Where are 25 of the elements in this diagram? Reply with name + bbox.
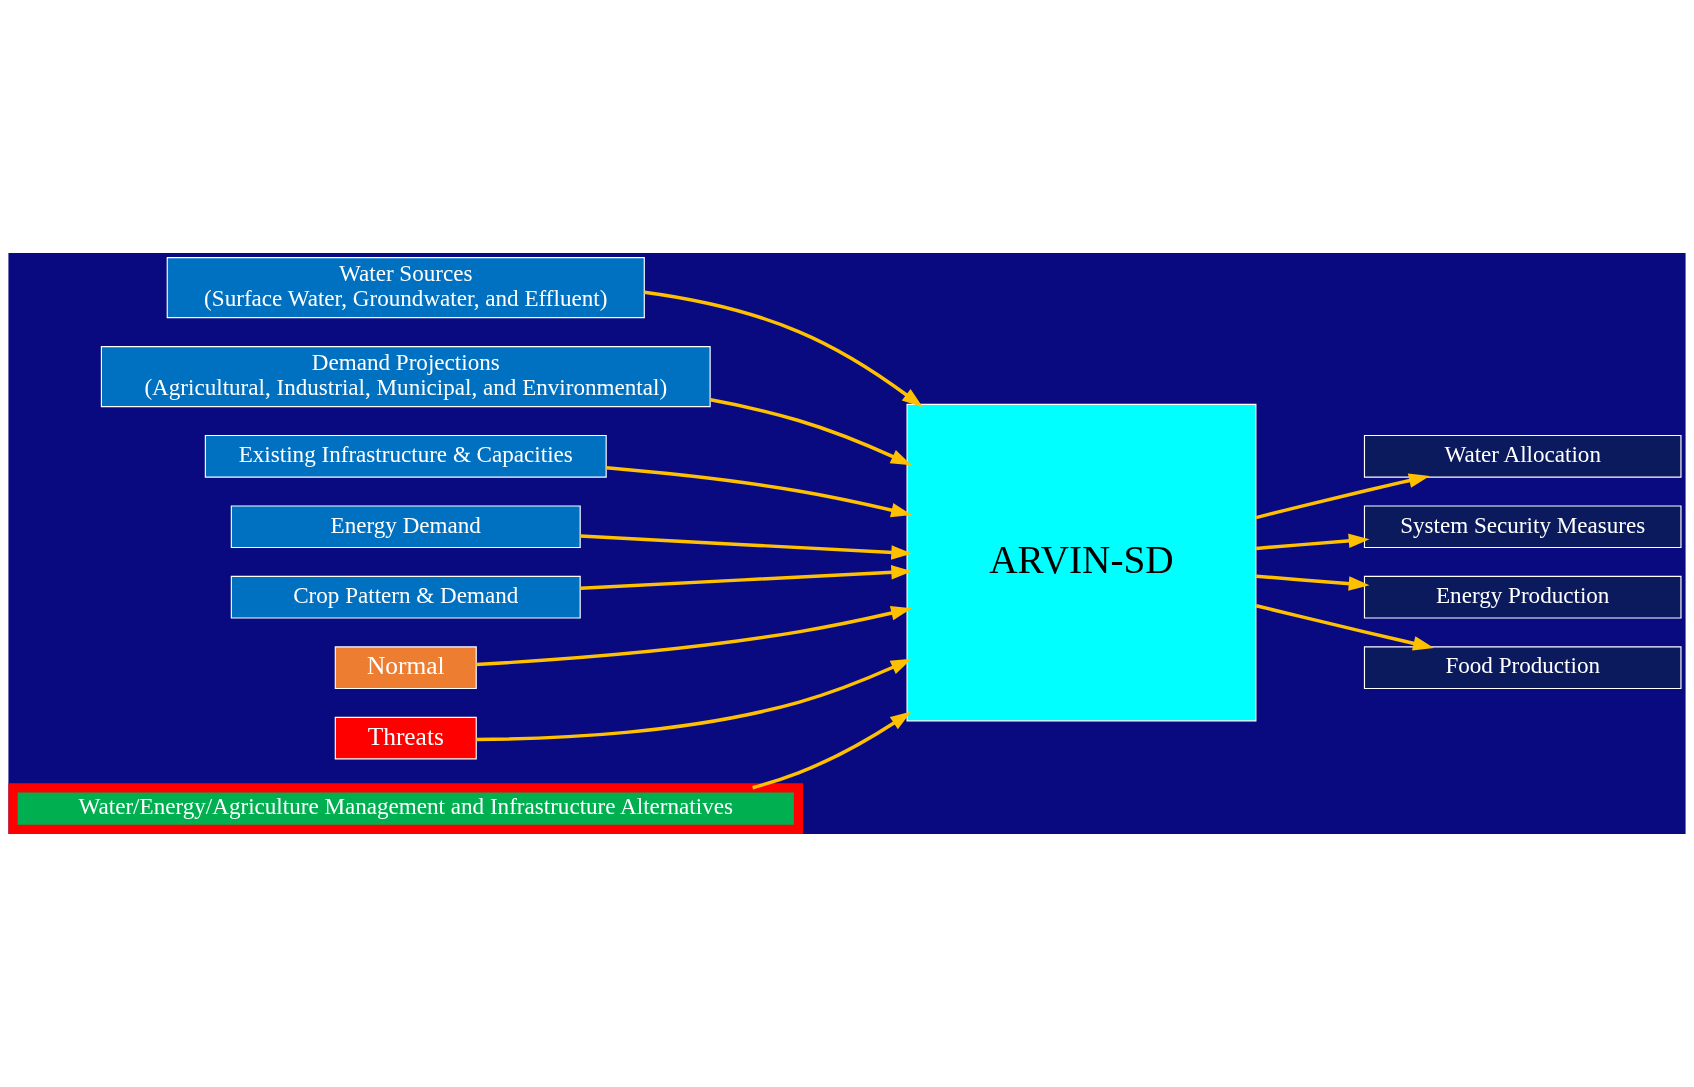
node-box: Food Production (1363, 646, 1682, 690)
node-box: Water/Energy/Agriculture Management and Infrastructure Alternatives (8, 783, 804, 834)
arrow (1255, 604, 1434, 651)
arrow (1255, 473, 1430, 520)
arrow (1255, 533, 1370, 551)
arrow (644, 290, 923, 408)
node-box: Demand Projections (Agricultural, Industrial, Municipal, and Environmental) (100, 346, 711, 408)
node-box: Water Sources (Surface Water, Groundwater, and Effluent) (166, 257, 645, 319)
node-box: Crop Pattern & Demand (230, 575, 581, 619)
arrow (476, 658, 912, 742)
node-box: Threats (334, 716, 477, 760)
arrow (752, 711, 912, 790)
node-box: Energy Demand (230, 505, 581, 549)
arrow (476, 606, 912, 667)
node-box: Energy Production (1363, 575, 1682, 619)
node-box: Water Allocation (1363, 434, 1682, 478)
arrow (606, 466, 912, 518)
arrow (580, 565, 913, 590)
arrow (580, 534, 913, 560)
node-box: Existing Infrastructure & Capacities (204, 434, 607, 478)
arrow (710, 398, 912, 466)
node-box: ARVIN-SD (906, 403, 1257, 722)
node-box: Normal (334, 646, 477, 690)
arrow (1255, 574, 1370, 591)
node-box: System Security Measures (1363, 505, 1682, 549)
